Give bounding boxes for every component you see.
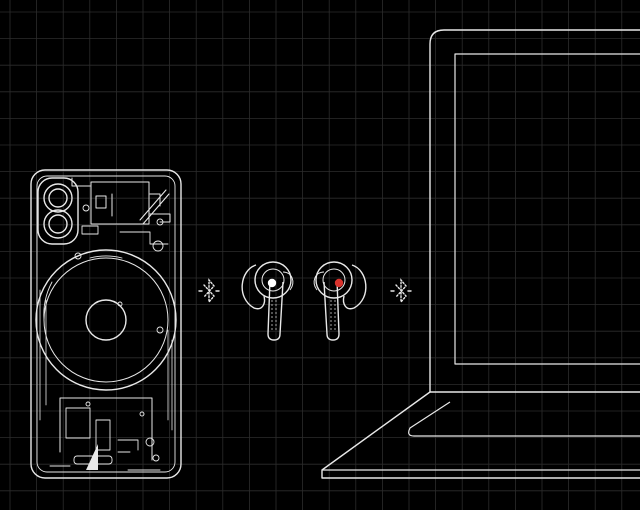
bluetooth-icon bbox=[198, 278, 220, 304]
phone-glyph bbox=[86, 444, 98, 470]
laptop-screen bbox=[454, 53, 640, 365]
bluetooth-icon bbox=[390, 278, 412, 304]
phone-camera-module bbox=[37, 177, 79, 245]
earbud-left-indicator bbox=[267, 278, 277, 288]
phone-charging-coil bbox=[35, 249, 177, 391]
earbud-right-indicator bbox=[334, 278, 344, 288]
earbud-left-icon bbox=[241, 261, 294, 341]
phone-camera-lens bbox=[43, 209, 73, 239]
earbud-right-icon bbox=[313, 261, 367, 341]
laptop-icon bbox=[321, 29, 640, 479]
laptop-base bbox=[321, 391, 640, 479]
phone-camera-lens bbox=[43, 183, 73, 213]
laptop-lid bbox=[429, 29, 640, 393]
phone-body bbox=[30, 169, 182, 479]
phone-icon bbox=[30, 169, 182, 479]
